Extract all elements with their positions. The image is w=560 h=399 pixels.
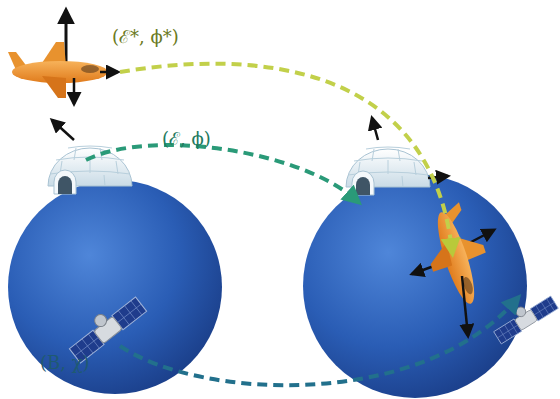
curve-label: (ℰ, ϕ): [162, 128, 211, 150]
curve-label: (B, χ): [40, 352, 90, 374]
curve-label: (ℰ*, ϕ*): [112, 26, 179, 48]
